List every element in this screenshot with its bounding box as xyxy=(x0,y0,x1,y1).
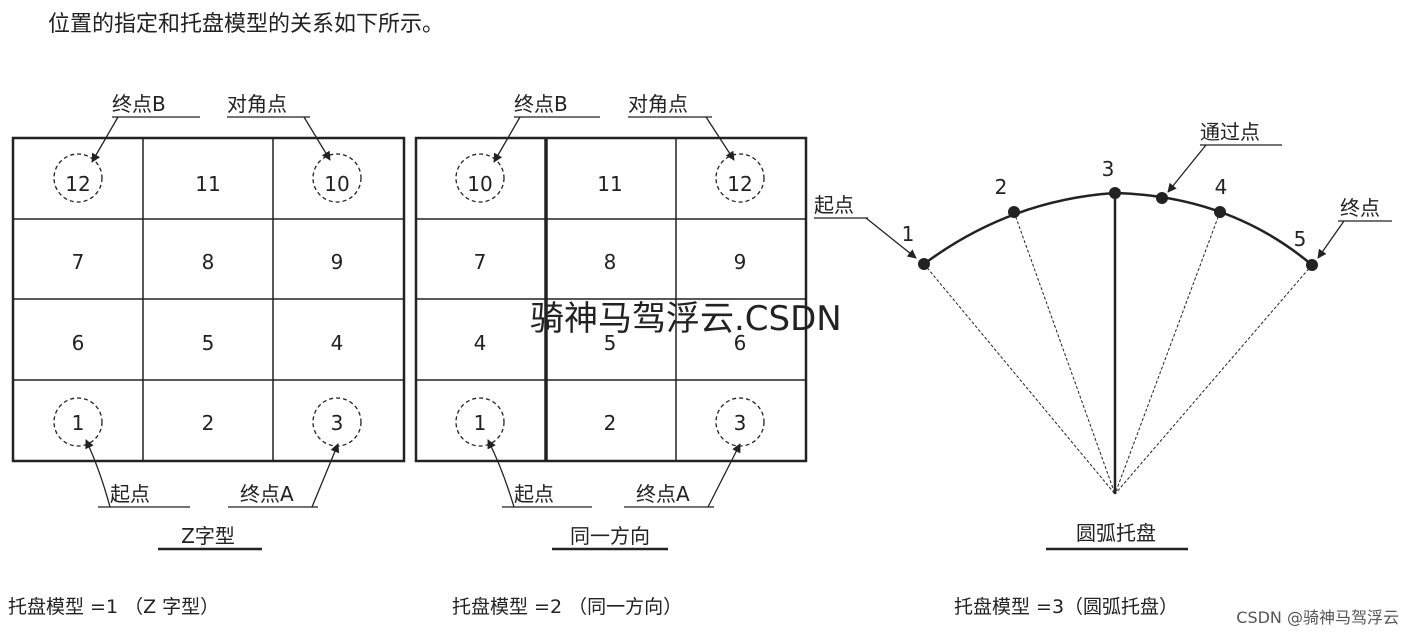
cell-number: 9 xyxy=(734,250,747,274)
cell-number: 4 xyxy=(474,331,487,355)
label-diagonal: 对角点 xyxy=(227,92,287,116)
cell-number: 1 xyxy=(474,411,487,435)
arc-point-number: 1 xyxy=(902,222,915,246)
panel-same-grid xyxy=(414,136,808,463)
panel-arc-title: 圆弧托盘 xyxy=(1076,521,1156,545)
panel-same-cell-numbers: 10 11 12 7 8 9 4 5 6 1 2 3 xyxy=(467,172,752,435)
panel-arc-lines xyxy=(923,191,1313,495)
cell-number: 11 xyxy=(597,172,622,196)
arc-point-number: 3 xyxy=(1102,157,1115,181)
label-arc-start: 起点 xyxy=(814,193,854,217)
cell-number: 10 xyxy=(467,172,492,196)
cell-number: 2 xyxy=(604,411,617,435)
cell-number: 7 xyxy=(474,250,487,274)
panel-arc-point-numbers: 1 2 3 4 5 xyxy=(902,157,1307,251)
label-end-a: 终点A xyxy=(636,482,690,506)
cell-number: 11 xyxy=(195,172,220,196)
caption-mode-2: 托盘模型 =2 （同一方向） xyxy=(452,596,683,618)
panel-z-grid xyxy=(11,136,406,463)
cell-number: 1 xyxy=(72,411,85,435)
caption-mode-1: 托盘模型 =1 （Z 字型） xyxy=(8,596,220,618)
cell-number: 5 xyxy=(604,331,617,355)
footer-credit: CSDN @骑神马驾浮云 xyxy=(1236,608,1399,627)
arc-point xyxy=(918,258,930,270)
label-start: 起点 xyxy=(514,482,554,506)
watermark: 骑神马驾浮云.CSDN xyxy=(530,299,842,339)
cell-number: 6 xyxy=(72,331,85,355)
label-end-b: 终点B xyxy=(514,92,568,116)
panel-z-cell-numbers: 12 11 10 7 8 9 6 5 4 1 2 3 xyxy=(65,172,349,435)
arc-point xyxy=(1156,192,1168,204)
cell-number: 9 xyxy=(331,250,344,274)
label-arc-end: 终点 xyxy=(1340,196,1380,220)
label-arc-via: 通过点 xyxy=(1200,120,1260,144)
arc-point xyxy=(1214,206,1226,218)
cell-number: 12 xyxy=(727,172,752,196)
arc-point-number: 2 xyxy=(995,175,1008,199)
cell-number: 7 xyxy=(72,250,85,274)
arc-point xyxy=(1109,187,1121,199)
panel-z-circles xyxy=(53,153,362,447)
label-end-a: 终点A xyxy=(240,482,294,506)
arc-point-number: 5 xyxy=(1294,227,1307,251)
panel-same-title: 同一方向 xyxy=(570,524,650,548)
cell-number: 4 xyxy=(331,331,344,355)
label-start: 起点 xyxy=(110,482,150,506)
cell-number: 12 xyxy=(65,172,90,196)
label-diagonal: 对角点 xyxy=(628,92,688,116)
cell-number: 6 xyxy=(734,331,747,355)
arc-point-number: 4 xyxy=(1215,175,1228,199)
cell-number: 2 xyxy=(202,411,215,435)
cell-number: 3 xyxy=(331,411,344,435)
panel-z-title: Z字型 xyxy=(181,524,235,548)
cell-number: 3 xyxy=(734,411,747,435)
panel-arc-points xyxy=(918,187,1318,271)
cell-number: 5 xyxy=(202,331,215,355)
intro-text: 位置的指定和托盘模型的关系如下所示。 xyxy=(48,12,445,37)
cell-number: 8 xyxy=(604,250,617,274)
arc-point xyxy=(1008,206,1020,218)
label-end-b: 终点B xyxy=(112,92,166,116)
arc-point xyxy=(1306,259,1318,271)
cell-number: 8 xyxy=(202,250,215,274)
cell-number: 10 xyxy=(324,172,349,196)
caption-mode-3: 托盘模型 =3（圆弧托盘） xyxy=(954,596,1179,618)
